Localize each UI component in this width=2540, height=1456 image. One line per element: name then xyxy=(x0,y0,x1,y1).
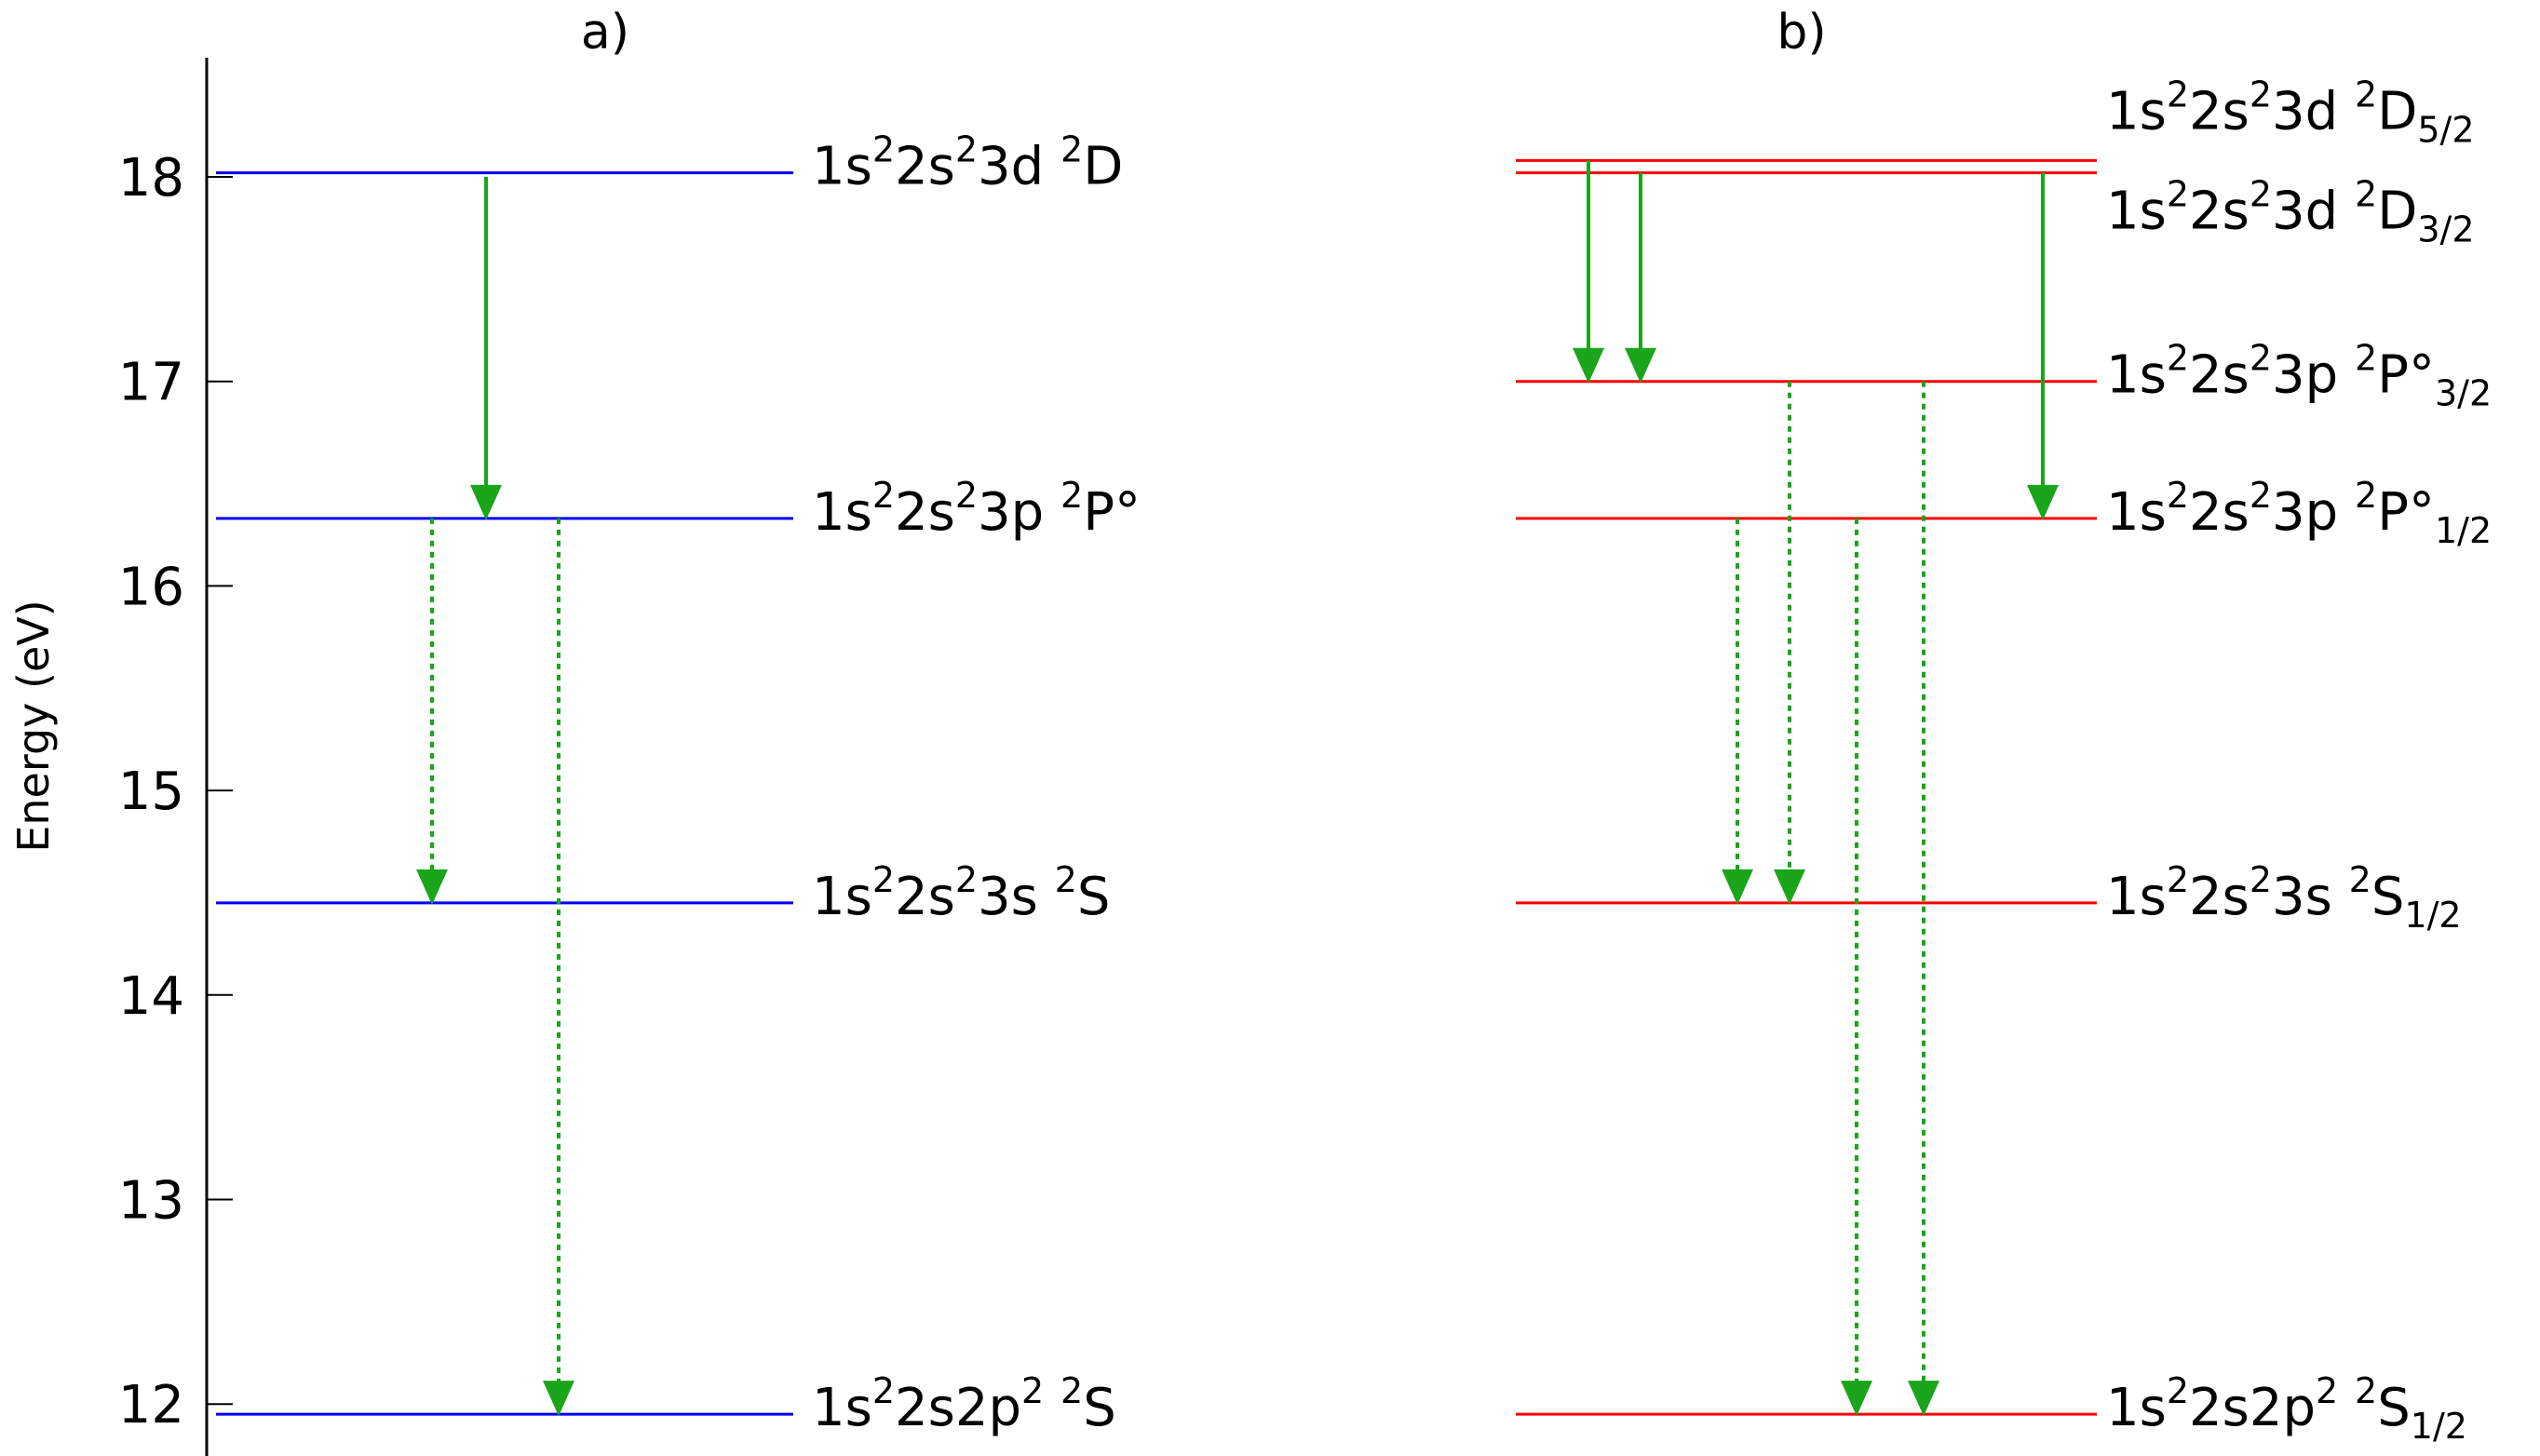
transition-arrowhead xyxy=(1841,1381,1872,1417)
energy-level-label: 1s22s23s 2S xyxy=(812,859,1110,927)
transition-arrowhead xyxy=(1625,347,1656,384)
transition-arrowhead xyxy=(2027,484,2059,520)
transition-arrowhead xyxy=(416,869,448,905)
energy-level-label: 1s22s23s 2S1/2 xyxy=(2106,859,2462,936)
transition-arrowhead xyxy=(1774,869,1805,905)
y-tick-label: 18 xyxy=(118,148,184,209)
energy-level-label: 1s22s23p 2P°3/2 xyxy=(2106,338,2492,414)
transition-arrowhead xyxy=(543,1381,574,1417)
panel-b-title: b) xyxy=(1777,5,1826,61)
transition-arrowhead xyxy=(1908,1381,1939,1417)
y-tick-label: 16 xyxy=(118,557,184,617)
y-tick-label: 14 xyxy=(118,966,184,1027)
y-tick-label: 17 xyxy=(118,353,184,413)
energy-level-label: 1s22s23d 2D xyxy=(812,129,1123,197)
y-axis-ticks: 12 13 14 15 16 17 18 xyxy=(118,148,233,1436)
energy-level-label: 1s22s23p 2P° xyxy=(812,475,1141,543)
transition-arrowhead xyxy=(1573,347,1604,384)
energy-level-label: 1s22s2p2 2S xyxy=(812,1370,1116,1438)
y-axis-title: Energy (eV) xyxy=(8,600,59,852)
transition-arrowhead xyxy=(1722,869,1753,905)
transition-arrowhead xyxy=(470,484,502,520)
energy-level-label: 1s22s23d 2D5/2 xyxy=(2106,74,2475,150)
y-tick-label: 13 xyxy=(118,1171,184,1232)
energy-level-label: 1s22s23p 2P°1/2 xyxy=(2106,475,2492,551)
energy-level-label: 1s22s2p2 2S1/2 xyxy=(2106,1370,2467,1447)
y-tick-label: 15 xyxy=(118,762,184,822)
panel-a-title: a) xyxy=(581,5,629,61)
energy-level-label: 1s22s23d 2D3/2 xyxy=(2106,174,2475,250)
panel-a: 1s22s23d 2D 1s22s23p 2P° 1s22s23s 2S 1s22s2… xyxy=(216,129,1141,1438)
y-tick-label: 12 xyxy=(118,1375,184,1436)
panel-b: 1s22s23d 2D5/2 1s22s23d 2D3/2 1s22s23p 2P°… xyxy=(1516,74,2492,1447)
